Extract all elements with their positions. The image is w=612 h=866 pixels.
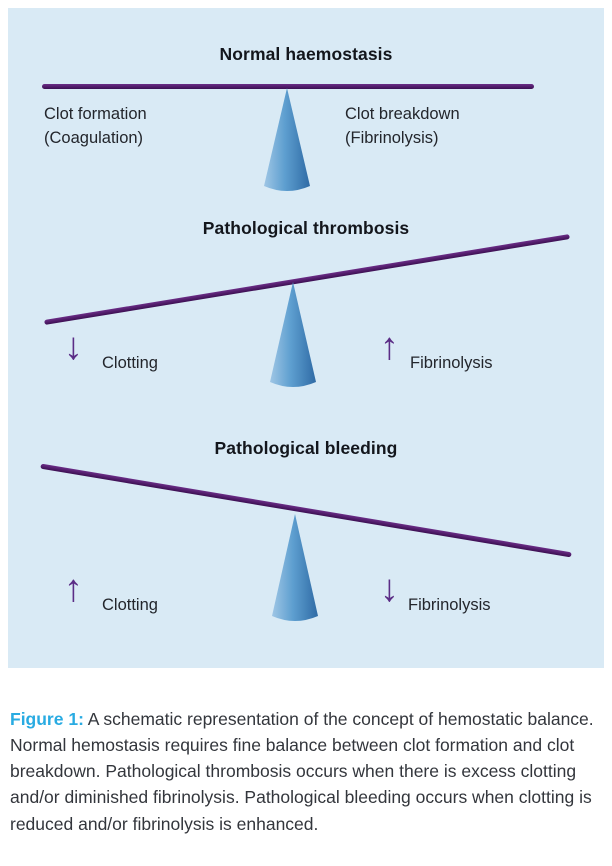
label-clotting-increased: Clotting [102,596,158,614]
label-fibrinolysis-paren: (Fibrinolysis) [345,128,439,147]
label-clot-breakdown: Clot breakdown (Fibrinolysis) [345,103,460,151]
label-clot-formation-line1: Clot formation [44,105,147,123]
fulcrum-triangle-icon [264,88,310,199]
down-arrow-icon: ↓ [380,568,399,610]
label-clot-breakdown-line1: Clot breakdown [345,105,460,123]
section-title-pathological-thrombosis: Pathological thrombosis [202,218,410,238]
section-title-normal-haemostasis: Normal haemostasis [219,44,393,64]
label-fibrinolysis-decreased: Fibrinolysis [408,596,491,614]
balance-beam-level [42,84,534,89]
up-arrow-icon: ↑ [64,568,83,610]
figure-caption-label: Figure 1: [10,708,84,729]
label-clotting-decreased: Clotting [102,354,158,372]
fulcrum-triangle-icon [272,514,318,629]
label-coagulation: (Coagulation) [44,128,144,147]
down-arrow-icon: ↓ [64,326,83,368]
label-clot-formation: Clot formation (Coagulation) [44,103,147,151]
figure-caption: Figure 1: A schematic representation of … [10,706,602,837]
label-fibrinolysis-increased: Fibrinolysis [410,354,493,372]
section-title-pathological-bleeding: Pathological bleeding [214,438,398,458]
figure-caption-text: A schematic representation of the concep… [10,708,594,834]
diagram-panel: Normal haemostasis Clot formation (Coagu… [8,8,604,668]
fulcrum-triangle-icon [270,282,316,395]
up-arrow-icon: ↑ [380,326,399,368]
